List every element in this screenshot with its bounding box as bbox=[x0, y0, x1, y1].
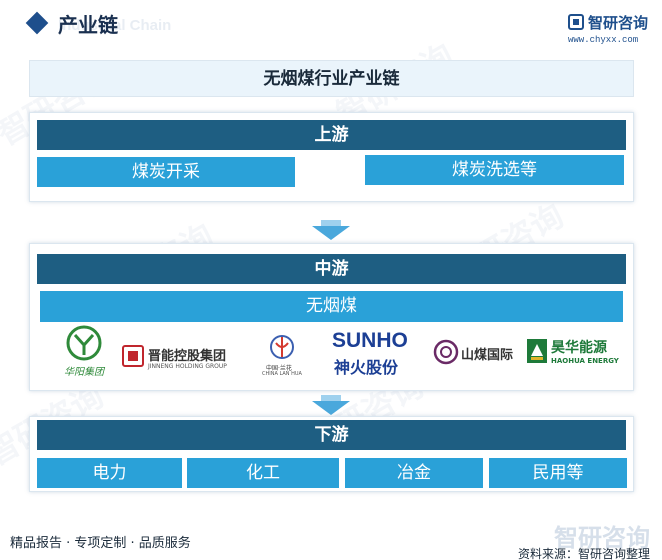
company-sub: JINNENG HOLDING GROUP bbox=[148, 363, 227, 370]
flow-arrow-icon bbox=[312, 395, 350, 415]
footer-tagline: 精品报告 · 专项定制 · 品质服务 bbox=[10, 536, 191, 551]
upstream-item: 煤炭开采 bbox=[37, 157, 295, 187]
brand-url: www.chyxx.com bbox=[568, 35, 639, 45]
haohua-logo-icon bbox=[527, 339, 547, 363]
company-logo-sunho: SUNHO 神火股份 bbox=[332, 325, 422, 380]
downstream-item: 民用等 bbox=[489, 458, 627, 488]
downstream-item: 冶金 bbox=[345, 458, 483, 488]
company-logos: 华阳集团 晋能控股集团 JINNENG HOLDING GROUP 中国·兰花 … bbox=[30, 325, 630, 380]
company-name: 中国·兰花 bbox=[266, 365, 292, 372]
brand-mark-icon bbox=[568, 14, 584, 30]
company-sub: 神火股份 bbox=[334, 358, 399, 377]
downstream-item: 化工 bbox=[187, 458, 339, 488]
company-logo-jinneng: 晋能控股集团 JINNENG HOLDING GROUP bbox=[122, 325, 242, 380]
source-text: 资料来源：智研咨询整理 bbox=[517, 547, 650, 560]
upstream-item: 煤炭洗选等 bbox=[365, 155, 624, 185]
jinneng-logo-icon bbox=[122, 345, 144, 367]
brand-logo: 智研咨询 www.chyxx.com bbox=[568, 10, 648, 46]
brand-name: 智研咨询 bbox=[588, 14, 649, 32]
page-header: Industrial Chain 产业链 智研咨询 www.chyxx.com bbox=[0, 0, 662, 50]
company-sub: HAOHUA ENERGY bbox=[551, 357, 619, 365]
company-name: 华阳集团 bbox=[64, 367, 104, 378]
page-footer: 精品报告 · 专项定制 · 品质服务 智研咨询 资料来源：智研咨询整理 bbox=[0, 525, 662, 560]
company-logo-haohua: 昊华能源 HAOHUA ENERGY bbox=[526, 325, 626, 380]
shanmei-logo-icon bbox=[433, 339, 459, 365]
company-logo-lanhua: 中国·兰花 CHINA LAN HUA bbox=[258, 325, 308, 380]
company-logo-shanmei: 山煤国际 bbox=[433, 325, 513, 380]
source-note: 智研咨询 资料来源：智研咨询整理 bbox=[518, 525, 650, 560]
upstream-label: 上游 bbox=[37, 120, 626, 150]
midstream-product: 无烟煤 bbox=[40, 291, 623, 322]
company-sub: CHINA LAN HUA bbox=[262, 371, 302, 377]
diamond-icon bbox=[25, 11, 49, 35]
footer-brand: 智研咨询 bbox=[554, 524, 650, 552]
downstream-label: 下游 bbox=[37, 420, 626, 450]
company-name: 山煤国际 bbox=[461, 348, 514, 363]
section-title-en: Industrial Chain bbox=[58, 17, 172, 34]
midstream-label: 中游 bbox=[37, 254, 626, 284]
section-title: 产业链 bbox=[58, 13, 118, 37]
company-name: 晋能控股集团 bbox=[148, 349, 227, 364]
downstream-item: 电力 bbox=[37, 458, 182, 488]
company-logo-huayang: 华阳集团 bbox=[60, 325, 108, 380]
lanhua-logo-icon bbox=[270, 335, 294, 359]
huayang-logo-icon bbox=[66, 325, 102, 361]
flow-arrow-icon bbox=[312, 220, 350, 240]
diagram-title: 无烟煤行业产业链 bbox=[29, 60, 634, 97]
company-name: 昊华能源 bbox=[551, 340, 607, 356]
sunho-logo-icon: SUNHO bbox=[332, 329, 408, 352]
